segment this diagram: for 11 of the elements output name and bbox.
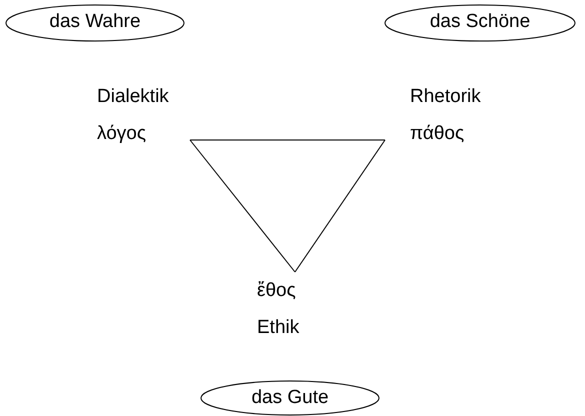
node-label: das Wahre xyxy=(48,10,142,34)
ellipse-node xyxy=(5,4,185,42)
node-label: das Schöne xyxy=(428,10,532,34)
vertex-label: Dialektik λόγος xyxy=(96,85,169,146)
ellipse-node xyxy=(200,380,380,416)
vertex-label: ἔθος Ethik xyxy=(256,279,300,340)
ellipse-node xyxy=(384,4,576,42)
vertex-label: Rhetorik πάθος xyxy=(409,85,481,146)
triangle-side xyxy=(190,140,296,272)
node-label: das Gute xyxy=(250,386,330,410)
triangle-side xyxy=(294,140,386,272)
